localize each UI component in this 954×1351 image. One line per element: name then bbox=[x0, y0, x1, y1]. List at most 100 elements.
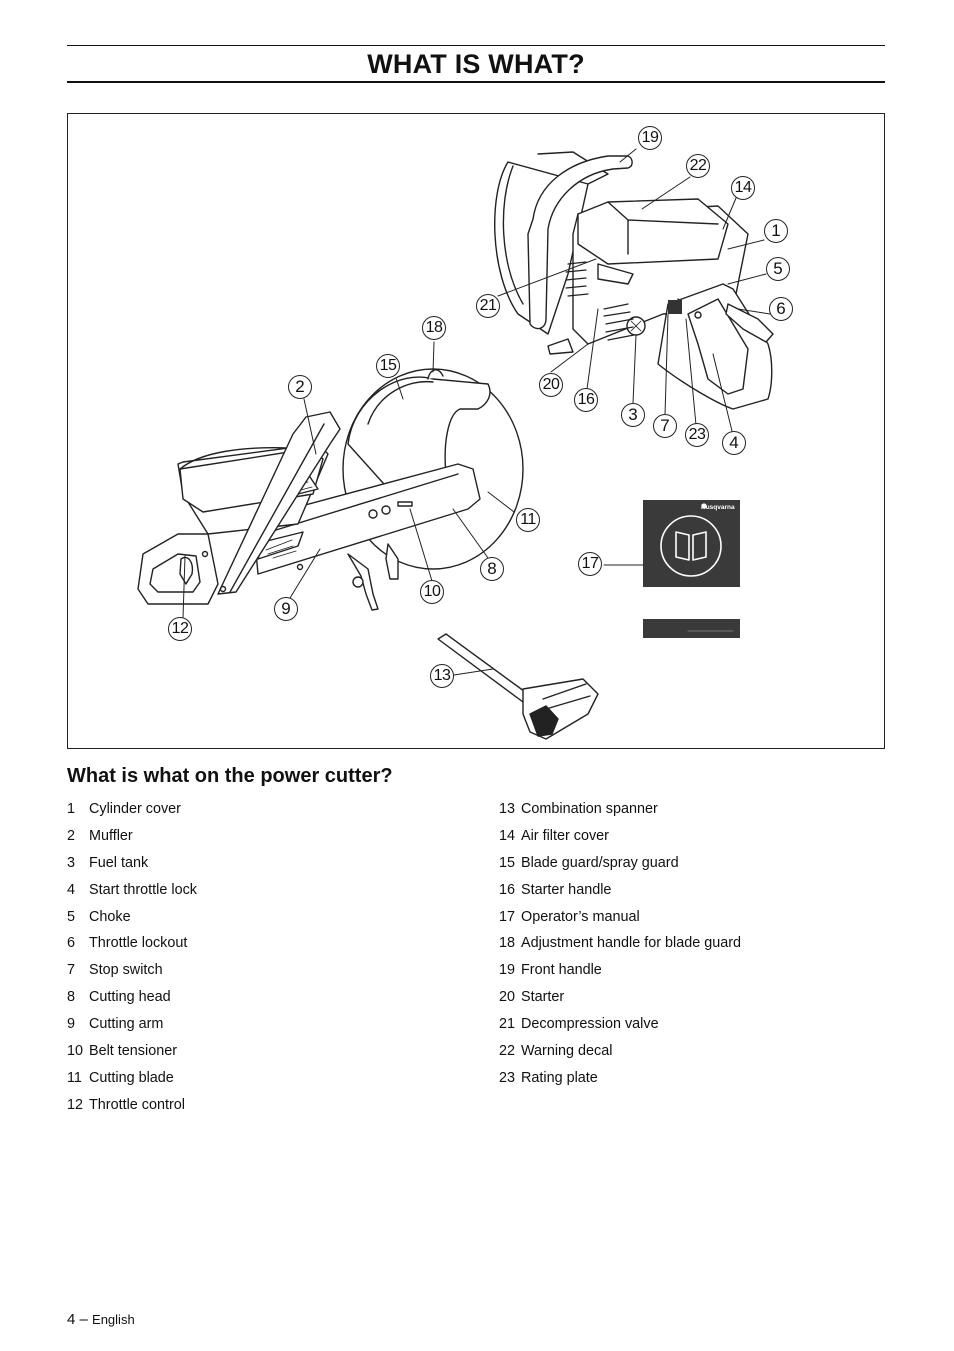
list-item: 12 Throttle control bbox=[67, 1096, 487, 1123]
page-number: 4 – bbox=[67, 1311, 88, 1328]
part-number: 2 bbox=[67, 827, 76, 844]
list-item: 10 Belt tensioner bbox=[67, 1042, 487, 1069]
part-label: Starter bbox=[521, 989, 565, 1006]
callout-14: 14 bbox=[731, 176, 755, 200]
page-footer: 4 – English bbox=[67, 1311, 135, 1328]
operators-manual-drawing: Husqvarna bbox=[643, 500, 740, 638]
part-label: Cylinder cover bbox=[89, 801, 181, 817]
list-item: 16 Starter handle bbox=[499, 881, 885, 908]
section-heading: What is what on the power cutter? bbox=[67, 765, 393, 787]
part-number: 19 bbox=[499, 962, 516, 979]
part-number: 14 bbox=[499, 827, 516, 844]
part-label: Combination spanner bbox=[521, 801, 658, 817]
part-label: Belt tensioner bbox=[89, 1043, 177, 1060]
callout-22: 22 bbox=[686, 154, 710, 178]
list-item: 1 Cylinder cover bbox=[67, 800, 487, 827]
part-label: Front handle bbox=[521, 962, 602, 979]
callout-17: 17 bbox=[578, 552, 602, 576]
callout-9: 9 bbox=[274, 597, 298, 621]
list-item: 9 Cutting arm bbox=[67, 1015, 487, 1042]
part-label: Cutting blade bbox=[89, 1069, 174, 1086]
part-label: Warning decal bbox=[521, 1043, 613, 1060]
list-item: 18 Adjustment handle for blade guard bbox=[499, 934, 885, 961]
callout-2: 2 bbox=[288, 375, 312, 399]
callout-23: 23 bbox=[685, 423, 709, 447]
part-label: Blade guard/spray guard bbox=[521, 854, 679, 871]
callout-7: 7 bbox=[653, 414, 677, 438]
callout-15: 15 bbox=[376, 354, 400, 378]
part-label: Rating plate bbox=[521, 1069, 598, 1086]
title-bottom-rule bbox=[67, 81, 885, 83]
part-label: Operator’s manual bbox=[521, 908, 640, 925]
part-number: 17 bbox=[499, 908, 516, 925]
callout-10: 10 bbox=[420, 580, 444, 604]
part-label: Cutting head bbox=[89, 989, 171, 1006]
leader-lines bbox=[182, 148, 771, 676]
callout-6: 6 bbox=[769, 297, 793, 321]
side-view-machine bbox=[137, 368, 524, 611]
callout-18: 18 bbox=[422, 316, 446, 340]
part-number: 6 bbox=[67, 935, 76, 952]
part-label: Cutting arm bbox=[89, 1016, 164, 1033]
illustration-drawing: Husqvarna bbox=[137, 148, 774, 740]
list-item: 23 Rating plate bbox=[499, 1069, 885, 1096]
part-number: 22 bbox=[499, 1043, 516, 1060]
list-item: 14 Air filter cover bbox=[499, 827, 885, 854]
page-title: WHAT IS WHAT? bbox=[367, 49, 585, 79]
callout-1: 1 bbox=[764, 219, 788, 243]
list-item: 19 Front handle bbox=[499, 961, 885, 988]
callout-16: 16 bbox=[574, 388, 598, 412]
part-number: 9 bbox=[67, 1016, 76, 1033]
power-cutter-illustration: Husqvarna bbox=[67, 113, 885, 749]
list-item: 15 Blade guard/spray guard bbox=[499, 854, 885, 881]
part-number: 12 bbox=[67, 1096, 84, 1113]
list-item: 2 Muffler bbox=[67, 827, 487, 854]
callout-19: 19 bbox=[638, 126, 662, 150]
part-label: Decompression valve bbox=[521, 1016, 659, 1033]
part-label: Fuel tank bbox=[89, 854, 149, 871]
part-number: 1 bbox=[67, 801, 76, 817]
part-label: Adjustment handle for blade guard bbox=[521, 935, 742, 952]
callout-4: 4 bbox=[722, 431, 746, 455]
part-label: Air filter cover bbox=[521, 827, 609, 844]
list-item: 21 Decompression valve bbox=[499, 1015, 885, 1042]
part-label: Choke bbox=[89, 908, 131, 925]
part-number: 3 bbox=[67, 854, 76, 871]
callout-3: 3 bbox=[621, 403, 645, 427]
part-label: Throttle control bbox=[89, 1096, 185, 1113]
part-number: 23 bbox=[499, 1069, 516, 1086]
footer-language: English bbox=[92, 1312, 135, 1327]
part-label: Starter handle bbox=[521, 881, 612, 898]
callout-21: 21 bbox=[476, 294, 500, 318]
list-item: 13 Combination spanner bbox=[499, 800, 885, 827]
part-number: 15 bbox=[499, 854, 516, 871]
callout-20: 20 bbox=[539, 373, 563, 397]
combination-spanner-drawing bbox=[437, 633, 599, 740]
part-number: 20 bbox=[499, 989, 516, 1006]
part-label: Throttle lockout bbox=[89, 935, 188, 952]
part-number: 10 bbox=[67, 1043, 84, 1060]
callout-12: 12 bbox=[168, 617, 192, 641]
list-item: 22 Warning decal bbox=[499, 1042, 885, 1069]
part-number: 18 bbox=[499, 935, 516, 952]
manual-brand-text: Husqvarna bbox=[701, 504, 735, 511]
list-item: 17 Operator’s manual bbox=[499, 908, 885, 935]
part-number: 5 bbox=[67, 908, 76, 925]
part-label: Stop switch bbox=[89, 962, 163, 979]
list-item: 7 Stop switch bbox=[67, 961, 487, 988]
callout-13: 13 bbox=[430, 664, 454, 688]
part-label: Muffler bbox=[89, 827, 133, 844]
callout-8: 8 bbox=[480, 557, 504, 581]
part-number: 21 bbox=[499, 1016, 516, 1033]
part-number: 16 bbox=[499, 881, 516, 898]
title-top-rule bbox=[67, 45, 885, 46]
part-number: 7 bbox=[67, 962, 76, 979]
list-item: 5 Choke bbox=[67, 908, 487, 935]
part-number: 13 bbox=[499, 801, 516, 817]
rear-view-machine bbox=[494, 151, 774, 410]
callout-11: 11 bbox=[516, 508, 540, 532]
part-number: 4 bbox=[67, 881, 76, 898]
